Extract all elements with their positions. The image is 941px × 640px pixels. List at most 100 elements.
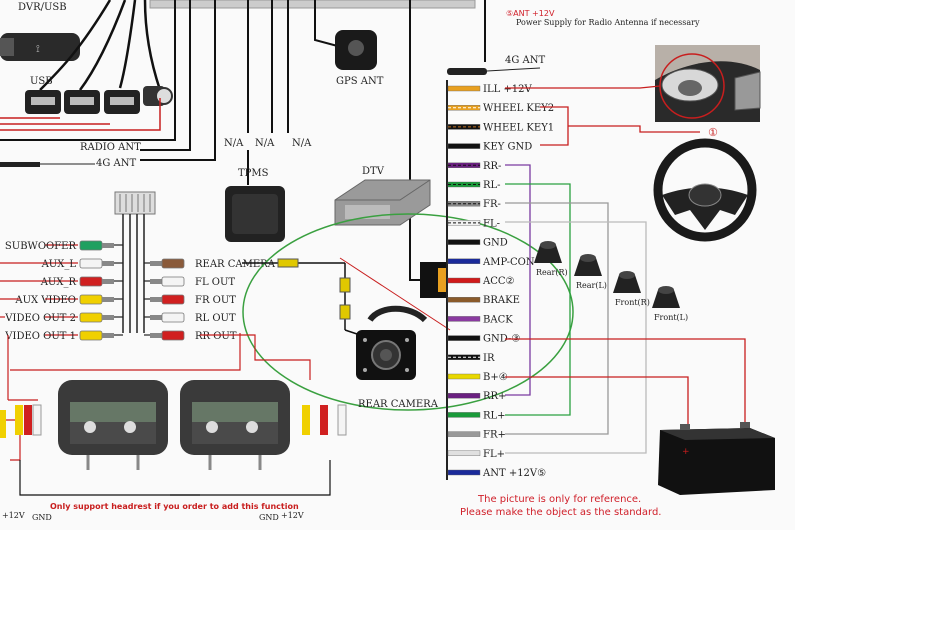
rca-left-label: VIDEO OUT 1 bbox=[4, 331, 76, 342]
svg-text:⟟: ⟟ bbox=[36, 44, 40, 55]
speaker-group: Rear(R) Rear(L) Front(R) Front(L) bbox=[534, 241, 688, 322]
speaker-label: Front(R) bbox=[615, 298, 650, 307]
usb-label: USB bbox=[30, 76, 53, 87]
headrest-monitor-right bbox=[180, 380, 290, 470]
usb-cable-bundle bbox=[39, 0, 162, 91]
headlight-photo bbox=[655, 45, 761, 122]
dvr-usb-label: DVR/USB bbox=[18, 2, 67, 13]
harness-wire: RR+ bbox=[447, 391, 506, 402]
harness-wire-label: AMP-CON bbox=[482, 257, 535, 268]
harness-wire: ILL +12V bbox=[447, 84, 533, 95]
rca-right-label: FL OUT bbox=[195, 277, 235, 288]
headrest-12v-right: +12V bbox=[281, 511, 304, 520]
rca-right-label: REAR CAMERA bbox=[195, 259, 276, 270]
harness-wire-label: GND-③ bbox=[483, 334, 520, 345]
usb-port-icon bbox=[25, 90, 140, 114]
headrest-rca-plugs bbox=[0, 404, 347, 438]
rca-right-plug: RL OUT bbox=[144, 312, 236, 324]
rca-right-plug: RR OUT bbox=[144, 330, 237, 342]
harness-wire-label: GND bbox=[483, 238, 508, 249]
headrest-12v-left: +12V bbox=[2, 511, 25, 520]
rear-camera-label: REAR CAMERA bbox=[358, 399, 439, 410]
rca-left-plug: VIDEO OUT 1 bbox=[4, 330, 123, 342]
headrest-note: Only support headrest if you order to ad… bbox=[50, 502, 299, 511]
harness-wire: FR+ bbox=[447, 430, 506, 441]
speaker-wiring bbox=[505, 164, 647, 454]
harness-wire-label: BRAKE bbox=[483, 295, 520, 306]
harness-wire: IR bbox=[447, 353, 495, 364]
wheel-key-wire bbox=[568, 125, 700, 133]
ant-note-title: ⑤ANT +12V bbox=[506, 9, 555, 18]
harness-wire: AMP-CON bbox=[447, 257, 535, 268]
speaker-icon: Rear(L) bbox=[574, 254, 607, 290]
ant-note-desc: Power Supply for Radio Antenna if necess… bbox=[516, 18, 700, 27]
harness-wire-label: ACC② bbox=[482, 276, 515, 287]
harness-wire: KEY GND bbox=[447, 142, 532, 153]
marker-1: ① bbox=[708, 126, 718, 139]
harness-wire: RL+ bbox=[447, 410, 506, 421]
harness-wire: WHEEL KEY2 bbox=[447, 103, 554, 114]
harness-wire: GND-③ bbox=[447, 334, 520, 345]
rca-right-plug: FL OUT bbox=[144, 276, 235, 288]
reference-note-2: Please make the object as the standard. bbox=[460, 507, 662, 518]
na-label-3: N/A bbox=[292, 138, 312, 149]
gps-antenna-icon bbox=[335, 30, 377, 70]
4g-ant-right-icon bbox=[447, 67, 541, 75]
harness-wire: ANT +12V⑤ bbox=[447, 468, 546, 479]
4g-ant-left-label: 4G ANT bbox=[96, 158, 137, 169]
reference-note-1: The picture is only for reference. bbox=[477, 494, 641, 505]
harness-wire-label: FL+ bbox=[483, 449, 505, 460]
usb-stick-icon: ⟟ bbox=[0, 33, 80, 61]
rca-left-plug: AUX VIDEO bbox=[14, 294, 123, 306]
harness-wire: FL+ bbox=[447, 449, 505, 460]
rca-left-label: SUBWOOFER bbox=[5, 241, 77, 252]
tpms-label: TPMS bbox=[238, 168, 269, 179]
harness-wire-label: RL- bbox=[483, 180, 501, 191]
radio-ant-label: RADIO ANT bbox=[80, 142, 141, 153]
headrest-gnd-left: GND bbox=[32, 513, 52, 522]
usb-red-leads bbox=[0, 98, 161, 131]
harness-wire-label: RL+ bbox=[483, 410, 506, 421]
head-unit-edge bbox=[149, 0, 476, 9]
speaker-label: Rear(L) bbox=[576, 281, 607, 290]
rca-left-plug: SUBWOOFER bbox=[5, 240, 123, 252]
harness-wire: BACK bbox=[447, 314, 513, 325]
harness-wire: FR- bbox=[447, 199, 501, 210]
svg-text:+: + bbox=[682, 447, 690, 457]
gnd-wire bbox=[505, 338, 746, 430]
harness-wire-label: BACK bbox=[483, 314, 513, 325]
harness-wire-label: ANT +12V⑤ bbox=[482, 468, 546, 479]
rca-right-label: RR OUT bbox=[195, 331, 237, 342]
harness-wire-label: RR- bbox=[483, 161, 501, 172]
harness-wire-label: B+④ bbox=[483, 372, 508, 383]
harness-wire-label: KEY GND bbox=[483, 142, 532, 153]
harness-wire-label: WHEEL KEY1 bbox=[483, 122, 554, 133]
harness-wire-label: ILL +12V bbox=[483, 84, 533, 95]
steering-wheel-icon bbox=[653, 138, 757, 242]
top-wires bbox=[0, 0, 486, 281]
speaker-label: Front(L) bbox=[654, 313, 688, 322]
rca-left-label: VIDEO OUT 2 bbox=[4, 313, 76, 324]
rca-right-label: RL OUT bbox=[195, 313, 236, 324]
harness-wire-label: WHEEL KEY2 bbox=[483, 103, 554, 114]
harness-wire: BRAKE bbox=[447, 295, 520, 306]
harness-wire: RL- bbox=[447, 180, 501, 191]
rca-left-label: AUX VIDEO bbox=[14, 295, 76, 306]
headrest-monitor-left bbox=[58, 380, 168, 470]
rca-left-leads bbox=[0, 262, 45, 400]
rca-connector-block bbox=[114, 191, 156, 333]
battery-icon: + bbox=[658, 422, 775, 495]
headrest-gnd-right: GND bbox=[259, 513, 279, 522]
bplus-wire bbox=[505, 376, 689, 430]
speaker-label: Rear(R) bbox=[536, 268, 568, 277]
harness-plug-icon bbox=[420, 262, 446, 298]
camera-highlight-circle bbox=[242, 213, 574, 411]
4g-ant-right-label: 4G ANT bbox=[505, 55, 546, 66]
speaker-icon: Front(R) bbox=[613, 271, 650, 307]
rear-camera-icon bbox=[356, 305, 428, 380]
rca-right-plug: REAR CAMERA bbox=[144, 258, 276, 270]
gps-ant-label: GPS ANT bbox=[336, 76, 384, 87]
rca-left-plug: AUX_R bbox=[40, 276, 123, 288]
